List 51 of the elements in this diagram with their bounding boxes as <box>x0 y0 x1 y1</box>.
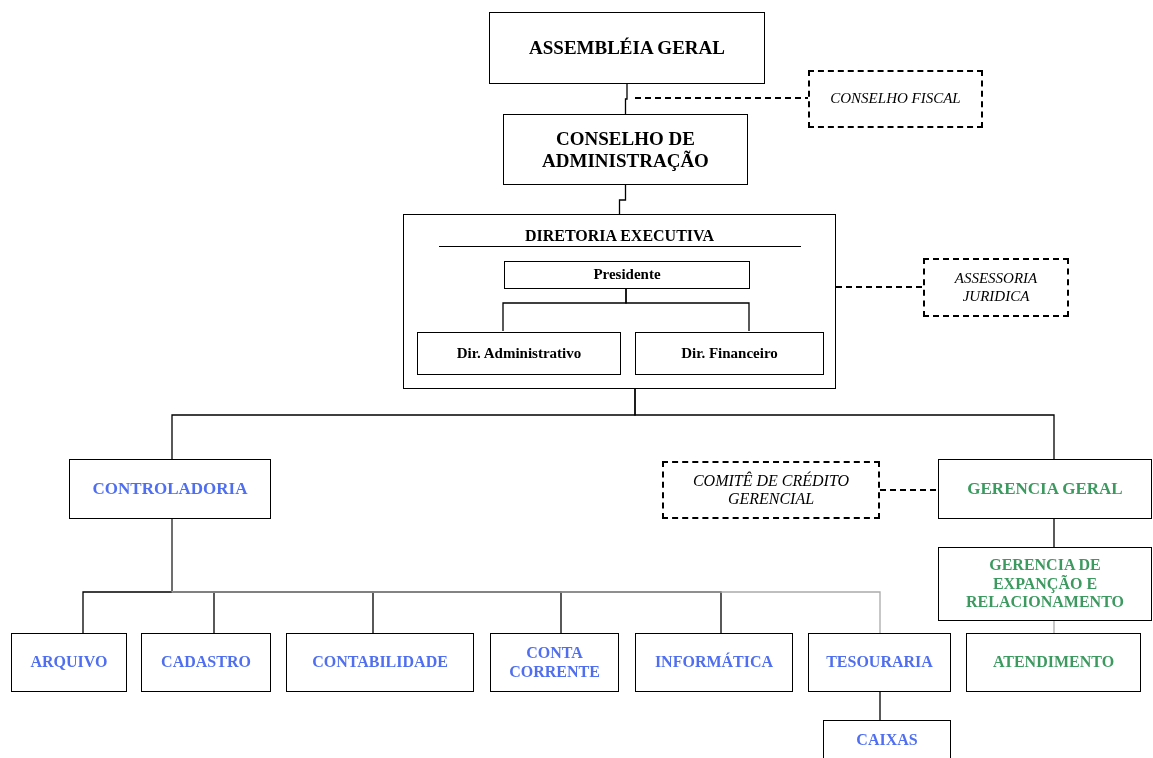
org-box <box>503 114 748 185</box>
box-label: CONSELHO FISCAL <box>830 90 961 108</box>
box-label: ASSEMBLÉIA GERAL <box>529 37 725 59</box>
box-label: CONTABILIDADE <box>312 653 448 672</box>
dashed-connector <box>879 489 939 491</box>
org-box <box>489 12 765 84</box>
connector-line <box>625 287 750 332</box>
org-box <box>966 633 1141 692</box>
box-label: Presidente <box>593 266 661 284</box>
group-heading: DIRETORIA EXECUTIVA <box>438 227 801 248</box>
connector-line <box>1053 620 1055 634</box>
box-label: Dir. Financeiro <box>681 344 778 363</box>
connector-line <box>171 518 881 634</box>
box-label: COMITÊ DE CRÉDITO GERENCIAL <box>691 471 851 509</box>
connector-line <box>634 388 1055 460</box>
org-box <box>69 459 271 519</box>
org-box <box>938 459 1152 519</box>
org-box <box>504 261 750 289</box>
advisory-dashed-box <box>808 70 983 128</box>
connector-line <box>1053 518 1055 548</box>
org-box <box>635 332 824 375</box>
box-label: CONTA CORRENTE <box>508 644 601 681</box>
box-label: Dir. Administrativo <box>456 344 582 363</box>
org-box <box>823 720 951 758</box>
dashed-connector <box>634 97 809 99</box>
connector-line <box>618 184 627 215</box>
box-label: CONTROLADORIA <box>92 479 248 499</box>
box-label: INFORMÁTICA <box>654 653 774 672</box>
org-box <box>635 633 793 692</box>
box-label: CONSELHO DE ADMINISTRAÇÃO <box>541 127 710 172</box>
box-label: ARQUIVO <box>30 653 108 672</box>
org-box <box>11 633 127 692</box>
org-box <box>286 633 474 692</box>
box-label: CADASTRO <box>161 653 251 672</box>
org-box <box>490 633 619 692</box>
dashed-connector <box>835 286 924 288</box>
box-label: ASSESSORIA JURIDICA <box>953 270 1039 305</box>
advisory-dashed-box <box>923 258 1069 317</box>
org-box <box>417 332 621 375</box>
box-label: CAIXAS <box>856 730 918 750</box>
box-label: GERENCIA DE EXPANÇÃO E RELACIONAMENTO <box>965 556 1125 612</box>
box-label: ATENDIMENTO <box>992 653 1115 672</box>
connector-line <box>879 691 881 721</box>
org-box <box>938 547 1152 621</box>
box-label: GERENCIA GERAL <box>967 479 1123 499</box>
org-box <box>808 633 951 692</box>
group-frame <box>403 214 836 389</box>
connector-line <box>624 83 628 115</box>
org-box <box>141 633 271 692</box>
box-label: TESOURARIA <box>826 653 933 672</box>
advisory-dashed-box <box>662 461 880 519</box>
